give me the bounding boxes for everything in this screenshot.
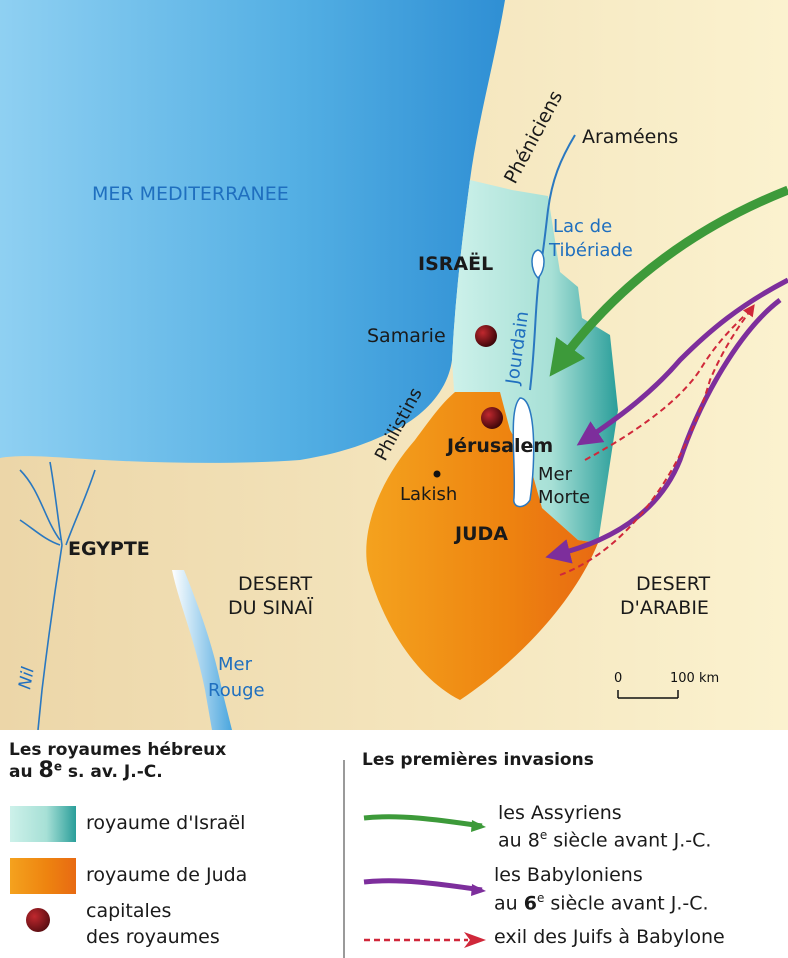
capital-jerusalem-marker [481,407,503,429]
lakish-marker [433,470,441,478]
legend-babylonians-1: les Babyloniens [494,864,643,886]
scale-distance: 100 km [670,671,719,686]
label-mer-rouge-2: Rouge [208,680,265,701]
legend-left-title-1: Les royaumes hébreux [9,740,227,760]
label-mer-morte-2: Morte [538,487,590,508]
exile-route [559,304,755,576]
legend-assyrians-2-pre: au 8 [498,829,540,852]
kingdom-juda [366,392,598,700]
dead-sea [512,397,535,508]
label-sinai-1: DESERT [238,573,313,595]
legend-babylonian-arrow [363,878,486,896]
legend-exile-label: exil des Juifs à Babylone [494,926,725,948]
legend-israel-swatch [10,806,76,842]
label-mer-rouge-1: Mer [218,654,253,675]
label-lac-1: Lac de [553,216,612,237]
label-juda: JUDA [453,523,508,545]
mediterranean-sea [0,0,505,463]
label-sinai-2: DU SINAÏ [228,596,313,619]
label-arabie-1: DESERT [636,573,711,595]
legend-assyrians-1: les Assyriens [498,802,622,824]
label-lac-2: Tibériade [548,240,633,261]
label-mediterranean: MER MEDITERRANEE [92,183,289,205]
legend-babylonians-2-pre: au [494,892,524,915]
label-samarie: Samarie [367,325,446,347]
legend-juda-swatch [10,858,76,894]
capital-samarie-marker [475,325,497,347]
legend-babylonians-2-num: 6 [523,892,537,915]
legend-babylonians-2-sup: e [536,891,545,905]
nile-river [19,461,96,730]
legend-juda-label: royaume de Juda [86,864,248,886]
label-lakish: Lakish [400,484,457,505]
label-jerusalem: Jérusalem [445,435,553,457]
legend-left-title-2: au 8e s. av. J.-C. [9,758,163,783]
legend-assyrians-2-post: siècle avant J.-C. [547,829,712,852]
legend-babylonians-2-post: siècle avant J.-C. [544,892,709,915]
jordan-river [529,134,576,391]
lake-tiberiade [531,249,545,280]
label-mer-morte-1: Mer [538,464,573,485]
kingdom-israel [452,180,618,543]
legend-assyrians-2: au 8e siècle avant J.-C. [498,828,711,851]
label-egypte: EGYPTE [68,538,150,560]
legend-capitals-2: des royaumes [86,926,220,948]
legend-capital-marker [26,908,50,932]
label-arameens: Araméens [582,126,678,148]
scale-zero: 0 [614,671,622,686]
exile-route-2 [584,314,746,461]
legend-babylonians-2: au 6e siècle avant J.-C. [494,891,709,914]
legend-left-title-2-pre: au [9,762,39,782]
legend-left-title-2-num: 8 [38,758,54,783]
babylonian-invasion-arrows [545,277,788,564]
legend-left-title-2-sup: e [53,759,62,774]
label-israel: ISRAËL [418,251,493,275]
assyrian-invasion-arrow [549,185,788,377]
legend-assyrian-arrow [363,814,486,832]
legend-right-title: Les premières invasions [362,750,594,770]
legend-divider [343,760,345,958]
legend: Les royaumes hébreux au 8e s. av. J.-C. … [0,730,788,958]
historical-map: MER MEDITERRANEE Phéniciens Araméens Lac… [0,0,788,730]
legend-capitals-1: capitales [86,900,172,922]
legend-left-title-2-post: s. av. J.-C. [61,762,163,782]
legend-israel-label: royaume d'Israël [86,812,246,834]
label-nil: Nil [15,665,39,691]
red-sea [172,570,232,730]
legend-exile-arrow [364,932,486,948]
scale-bar: 0 100 km [614,671,719,699]
label-arabie-2: D'ARABIE [620,597,709,619]
legend-assyrians-2-sup: e [539,828,548,842]
